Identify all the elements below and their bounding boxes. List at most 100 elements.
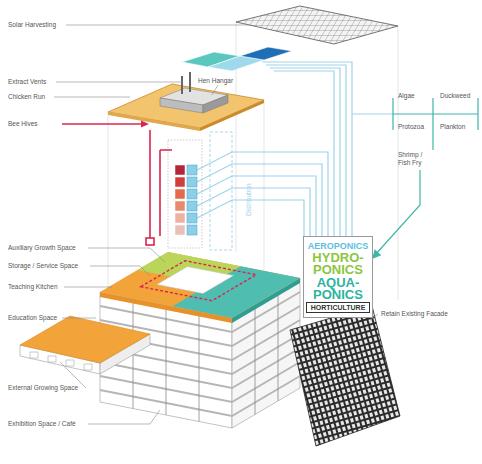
bee-route [149, 130, 151, 238]
extract-vent [189, 72, 191, 92]
external-growing-wing [20, 316, 150, 374]
leader-line [56, 82, 182, 83]
distribution-lines [197, 164, 322, 238]
part-label: Algae [398, 92, 438, 100]
external-growing-wing [30, 352, 38, 358]
external-growing-wing [84, 364, 92, 370]
leader-line [212, 85, 218, 95]
hen-hangar [160, 98, 203, 113]
column [199, 312, 200, 422]
leader-line [66, 25, 250, 26]
technique-name: HYDRO- PONICS [306, 252, 370, 276]
part-label: Protozoa [398, 123, 438, 131]
external-growing-wing [66, 360, 74, 366]
leader-line [90, 266, 150, 276]
service-shaft [168, 140, 202, 248]
distribution-lines [262, 62, 352, 238]
part-label: Chicken Run [8, 93, 68, 101]
explode-guide [108, 22, 398, 300]
storage-stack [187, 165, 197, 175]
bee-route [62, 121, 172, 246]
distribution-lines [270, 68, 340, 238]
water-tanks [240, 47, 292, 60]
leader-line [62, 318, 96, 319]
distribution-lines [197, 62, 393, 238]
explode-guide [108, 112, 109, 290]
external-growing-wing [48, 356, 56, 362]
distribution-lines [197, 176, 316, 238]
bee-route [146, 238, 154, 245]
leader-line [54, 97, 130, 98]
solar-array [236, 6, 398, 44]
flow-label: Distribution [245, 175, 253, 225]
part-label: Storage / Service Space [8, 262, 98, 270]
storage-stack [175, 201, 185, 211]
storage-stack [187, 189, 197, 199]
column [278, 291, 279, 401]
part-label: Hen Hangar [198, 77, 248, 85]
service-shaft [168, 132, 232, 250]
part-label: Auxiliary Growth Space [8, 244, 98, 252]
leader-line [88, 248, 165, 262]
chicken-run-deck [108, 112, 200, 131]
part-label: Plankton [440, 123, 480, 131]
solar-array [236, 6, 398, 44]
growing-floor-plate [100, 252, 300, 323]
part-label: Extract Vents [8, 78, 68, 86]
storage-stack [187, 225, 197, 235]
part-label: Shrimp / Fish Fry [398, 151, 432, 166]
service-shaft [210, 132, 232, 250]
distribution-lines [197, 152, 328, 238]
leader-line [88, 410, 160, 424]
storage-stack [175, 213, 185, 223]
bee-route [62, 123, 141, 125]
leader-line [64, 287, 112, 288]
storage-stack [175, 165, 185, 175]
leader-line [54, 25, 378, 424]
part-label: Bee Hives [8, 120, 68, 128]
technique-panel: AEROPONICSHYDRO- PONICSAQUA- PONICSHORTI… [303, 236, 373, 318]
culture-bracket [373, 250, 380, 258]
culture-bracket [432, 98, 433, 150]
storage-stack [175, 177, 185, 187]
technique-name: AQUA- PONICS [306, 277, 370, 301]
external-growing-wing [20, 316, 150, 363]
growing-floor-plate [141, 261, 256, 301]
part-label: Solar Harvesting [8, 21, 78, 29]
extract-vent [182, 72, 190, 94]
distribution-lines [197, 188, 310, 238]
storage-stack [175, 165, 197, 235]
culture-bracket [375, 170, 420, 255]
distribution-lines [352, 113, 393, 114]
part-label: Teaching Kitchen [8, 283, 78, 291]
growing-floor-plate [100, 252, 300, 318]
chicken-run-deck [108, 84, 264, 128]
column [166, 305, 167, 415]
technique-name: HORTICULTURE [306, 302, 370, 313]
culture-bracket [393, 113, 478, 114]
retained-facade [290, 306, 400, 446]
part-label: Exhibition Space / Café [8, 420, 98, 428]
retained-facade [290, 306, 400, 446]
floor-slab [100, 376, 300, 416]
bee-route [141, 121, 149, 128]
part-label: Duckweed [440, 92, 480, 100]
culture-bracket [477, 98, 478, 130]
bee-route [160, 150, 172, 236]
part-label: External Growing Space [8, 384, 98, 392]
storage-stack [187, 177, 197, 187]
hen-hangar [160, 88, 228, 113]
extract-vent [181, 76, 183, 94]
technique-name: AEROPONICS [306, 241, 370, 251]
storage-stack [187, 213, 197, 223]
part-label: Retain Existing Facade [381, 310, 471, 318]
storage-stack [175, 189, 185, 199]
hen-hangar [203, 95, 228, 113]
column [255, 305, 256, 415]
storage-stack [175, 225, 185, 235]
culture-bracket [373, 98, 478, 258]
part-label: Education Space [8, 314, 78, 322]
storage-stack [187, 201, 197, 211]
